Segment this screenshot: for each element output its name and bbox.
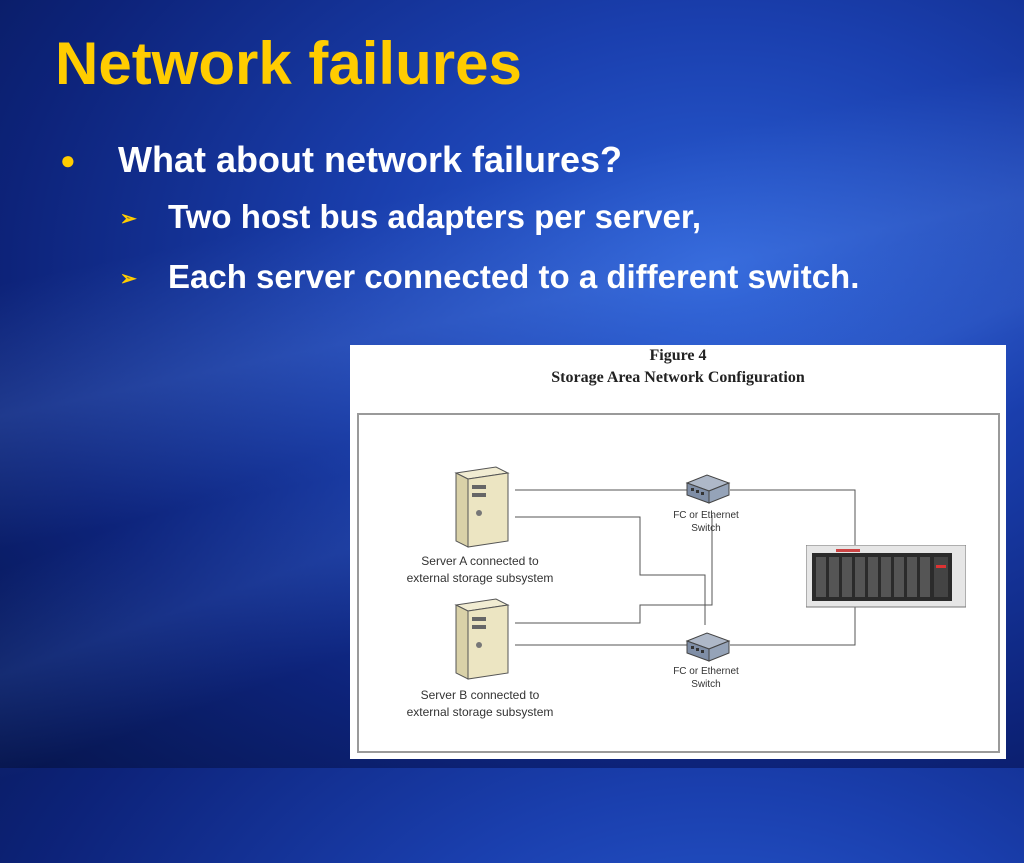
sub-bullet-text: Each server connected to a different swi… [168, 258, 860, 295]
connection-line [730, 603, 856, 646]
switch-top-label-line: Switch [691, 523, 721, 534]
server-b-label-line: external storage subsystem [406, 705, 554, 719]
switch-bottom-label: FC or Ethernet Switch [656, 665, 756, 691]
bullet-text: What about network failures? [118, 139, 623, 180]
storage-subsystem-icon [806, 545, 966, 608]
server-b-icon [454, 598, 510, 680]
server-a-label: Server A connected to external storage s… [380, 553, 580, 587]
server-b-label: Server B connected to external storage s… [380, 687, 580, 721]
arrow-bullet-icon: ➢ [120, 208, 137, 230]
bullet-dot-icon: ● [60, 145, 76, 175]
switch-top-label-line: FC or Ethernet [673, 510, 739, 521]
diagram-connections [515, 489, 856, 646]
san-diagram-figure: Figure 4 Storage Area Network Configurat… [350, 345, 1006, 759]
switch-bottom-icon [685, 632, 731, 662]
diagram-frame [357, 413, 1000, 753]
switch-bottom-label-line: Switch [691, 679, 721, 690]
connection-line [515, 516, 706, 625]
server-a-icon [454, 466, 510, 548]
connection-line [515, 515, 713, 624]
server-a-label-line: external storage subsystem [406, 571, 554, 585]
figure-heading: Figure 4 [649, 347, 707, 364]
switch-top-label: FC or Ethernet Switch [656, 509, 756, 535]
server-a-label-line: Server A connected to [421, 554, 539, 568]
slide-title: Network failures [55, 30, 522, 97]
switch-top-icon [685, 474, 731, 504]
figure-caption: Storage Area Network Configuration [551, 369, 805, 386]
arrow-bullet-icon: ➢ [120, 268, 137, 290]
sub-bullet-text: Two host bus adapters per server, [168, 198, 702, 235]
server-b-label-line: Server B connected to [420, 688, 540, 702]
switch-bottom-label-line: FC or Ethernet [673, 666, 739, 677]
